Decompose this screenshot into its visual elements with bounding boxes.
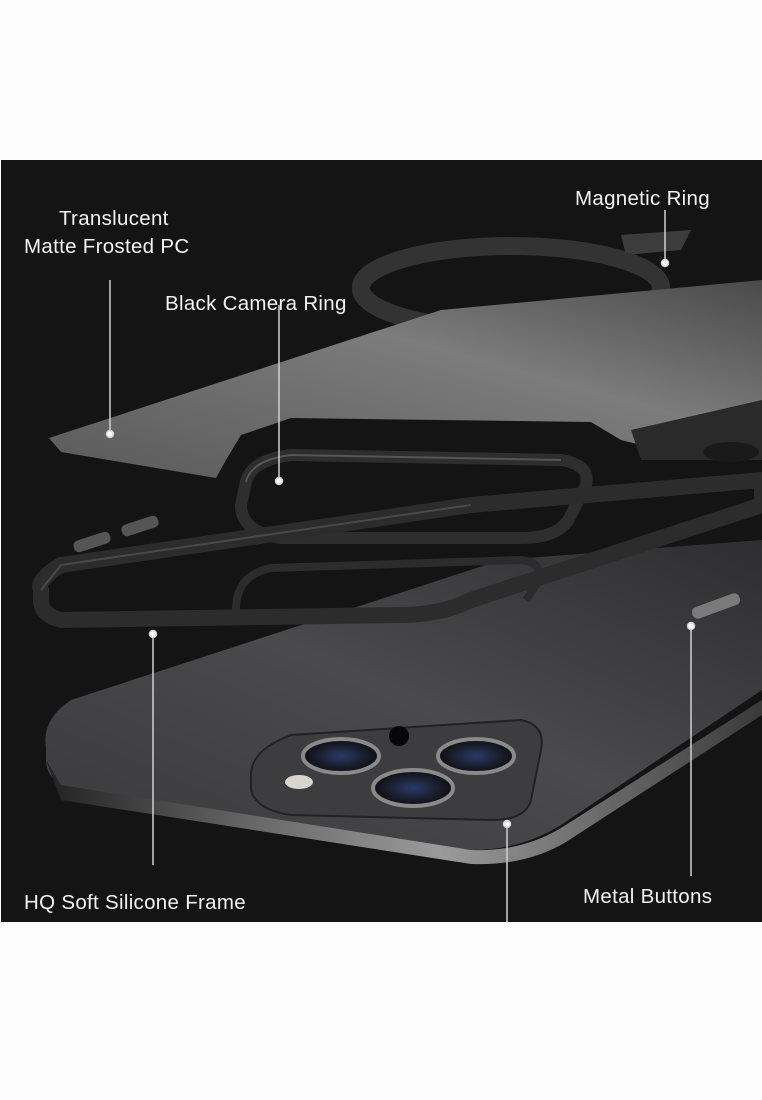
callout-magnetic-ring: Magnetic Ring xyxy=(575,187,710,210)
callout-silicone-frame: HQ Soft Silicone Frame xyxy=(24,891,246,914)
exploded-case-illustration xyxy=(32,210,762,922)
phone-body xyxy=(45,540,762,850)
callout-metal-buttons: Metal Buttons xyxy=(583,885,713,908)
silicone-frame-graphic xyxy=(32,471,762,629)
frosted-pc-plate xyxy=(49,280,762,478)
callout-black-camera-ring: Black Camera Ring xyxy=(165,292,347,315)
product-hero-image: Translucent Matte Frosted PC Magnetic Ri… xyxy=(1,160,762,922)
callout-matte-frosted-pc: Matte Frosted PC xyxy=(24,235,190,258)
callout-lines xyxy=(105,210,696,922)
camera-lenses xyxy=(285,737,516,808)
callout-translucent: Translucent xyxy=(59,207,169,230)
